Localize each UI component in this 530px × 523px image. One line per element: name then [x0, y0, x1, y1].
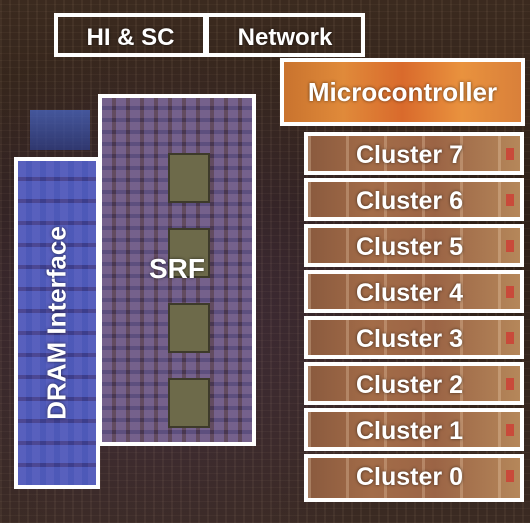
- cluster-label: Cluster 1: [356, 417, 463, 445]
- network-block: Network: [205, 13, 365, 57]
- dram-interface-label: DRAM Interface: [41, 226, 72, 420]
- cluster-1-block: Cluster 1: [304, 408, 524, 451]
- cluster-2-block: Cluster 2: [304, 362, 524, 405]
- cluster-6-block: Cluster 6: [304, 178, 524, 221]
- dram-interface-block: DRAM Interface: [14, 157, 100, 489]
- hisc-label: HI & SC: [86, 24, 175, 51]
- cluster-chip-marker: [506, 424, 514, 436]
- srf-label: SRF: [149, 253, 205, 284]
- cluster-0-block: Cluster 0: [304, 454, 524, 502]
- cluster-label: Cluster 0: [356, 463, 463, 491]
- cluster-label: Cluster 7: [356, 141, 463, 169]
- cluster-5-block: Cluster 5: [304, 224, 524, 267]
- cluster-chip-marker: [506, 148, 514, 160]
- cluster-chip-marker: [506, 286, 514, 298]
- cluster-label: Cluster 5: [356, 233, 463, 261]
- microcontroller-block: Microcontroller: [280, 58, 525, 126]
- cluster-label: Cluster 6: [356, 187, 463, 215]
- srf-sub-block: [168, 378, 210, 428]
- srf-sub-block: [168, 303, 210, 353]
- microcontroller-label: Microcontroller: [307, 77, 498, 107]
- srf-block: SRF: [98, 94, 256, 446]
- cluster-chip-marker: [506, 332, 514, 344]
- srf-sub-block: [168, 153, 210, 203]
- cluster-label: Cluster 3: [356, 325, 463, 353]
- cluster-7-block: Cluster 7: [304, 132, 524, 175]
- cluster-3-block: Cluster 3: [304, 316, 524, 359]
- left-memory-strip: [30, 110, 90, 150]
- cluster-label: Cluster 4: [356, 279, 463, 307]
- cluster-chip-marker: [506, 194, 514, 206]
- cluster-chip-marker: [506, 378, 514, 390]
- hisc-block: HI & SC: [54, 13, 207, 57]
- cluster-4-block: Cluster 4: [304, 270, 524, 313]
- network-label: Network: [237, 24, 333, 51]
- cluster-chip-marker: [506, 470, 514, 482]
- srf-sub-block: [168, 228, 210, 278]
- cluster-label: Cluster 2: [356, 371, 463, 399]
- cluster-chip-marker: [506, 240, 514, 252]
